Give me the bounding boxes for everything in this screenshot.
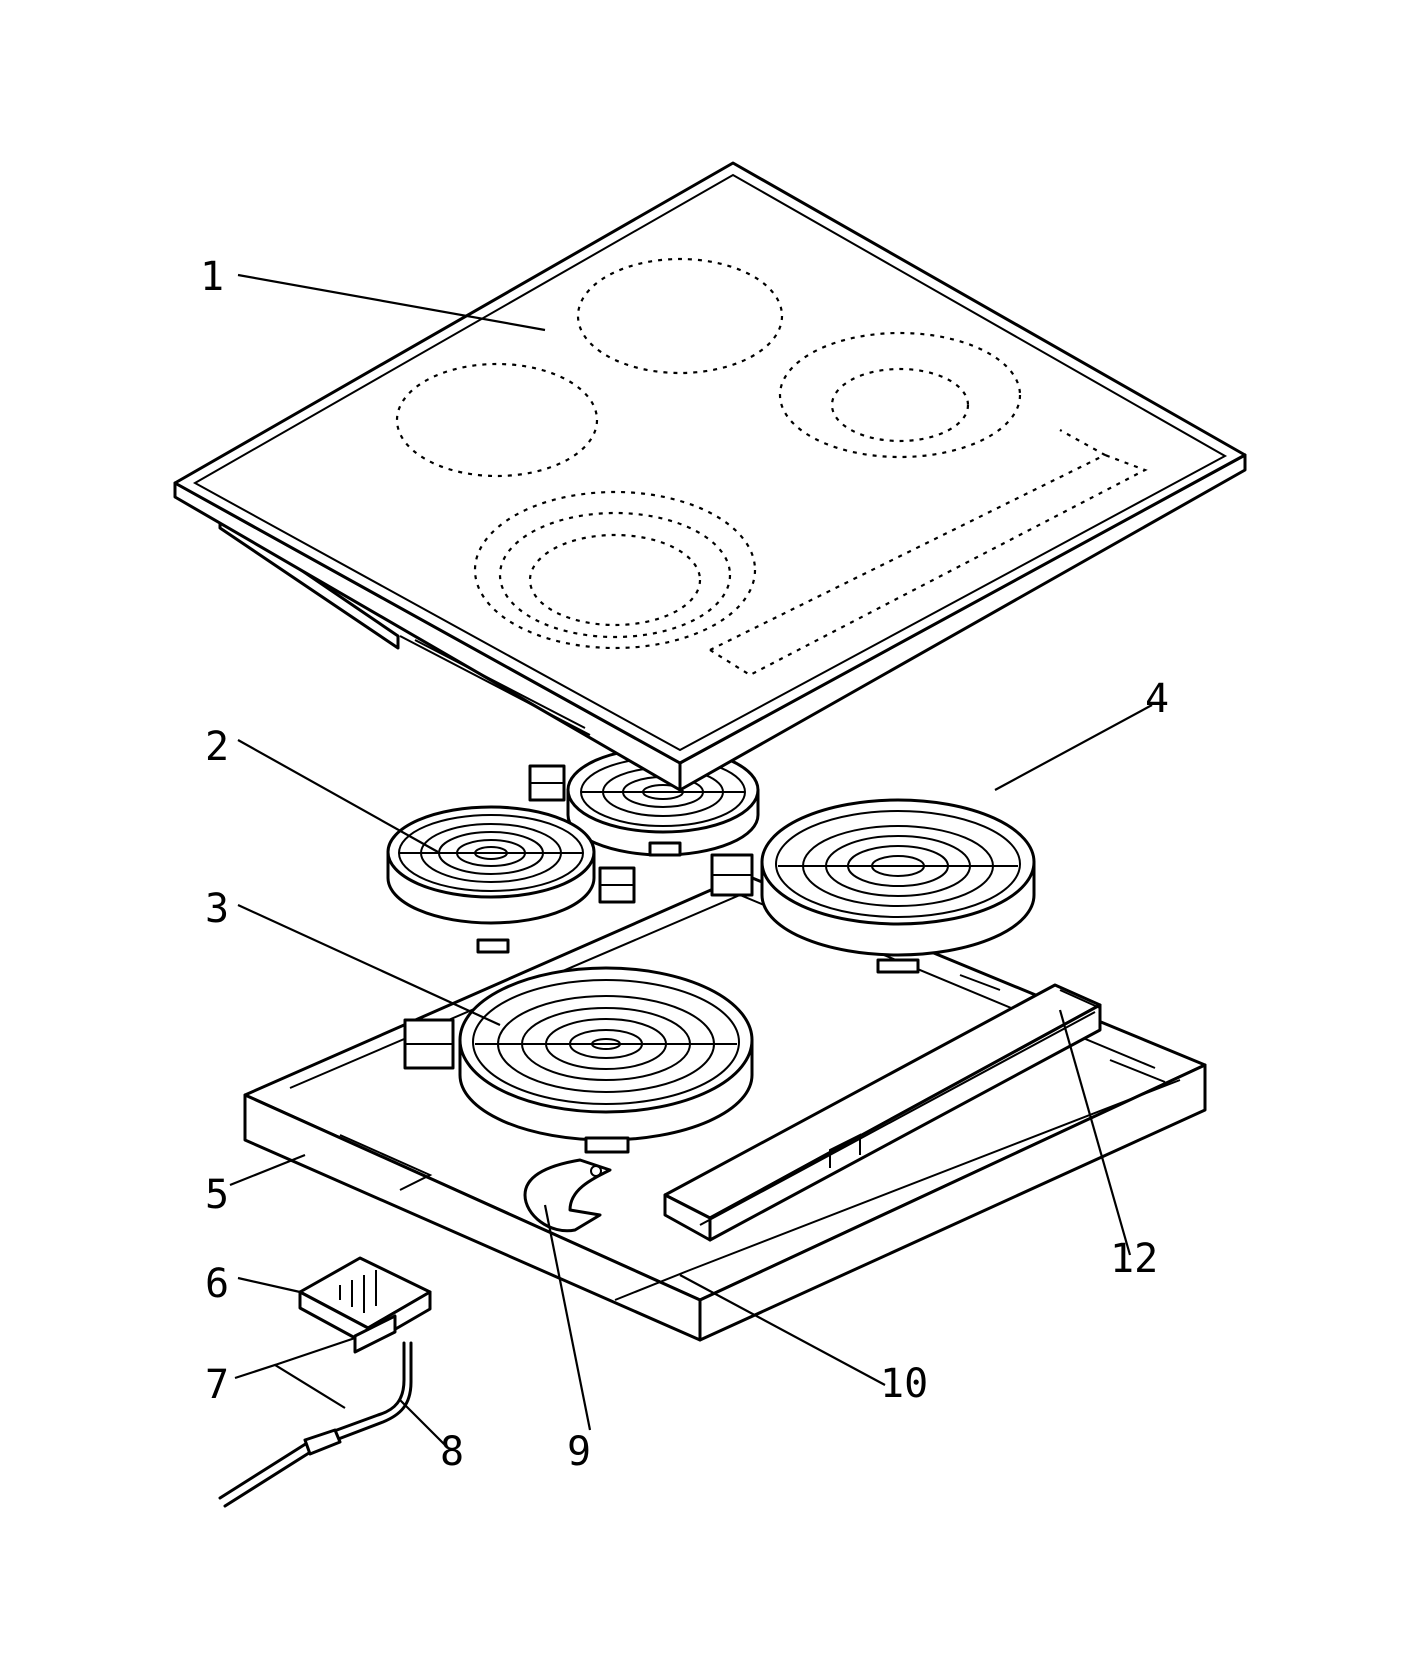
callout-6: 6: [205, 1261, 229, 1307]
leader-12: [1058, 1009, 1132, 1256]
leader-7: [234, 1363, 346, 1409]
control-board: [663, 983, 1102, 1242]
leader-5: [229, 1153, 306, 1187]
callout-10: 10: [880, 1361, 928, 1407]
callout-8: 8: [440, 1429, 464, 1475]
callout-labels: 1 2 3 4 5 6 7 8 9 10 12: [200, 254, 1169, 1475]
callout-9: 9: [567, 1429, 591, 1475]
callout-12: 12: [1110, 1236, 1158, 1282]
leader-8: [399, 1399, 446, 1446]
heating-element-4: [710, 798, 1036, 974]
callout-4: 4: [1145, 676, 1169, 722]
leader-3: [237, 903, 501, 1027]
leader-10: [679, 1274, 886, 1386]
leader-lines: [229, 273, 1153, 1446]
leader-6: [237, 1276, 301, 1294]
heating-element-3: [403, 966, 754, 1154]
callout-1: 1: [200, 254, 224, 300]
glass-ceramic-top: [173, 161, 1247, 792]
heating-element-2: [386, 805, 636, 954]
power-cable: [218, 1341, 413, 1508]
leader-4: [994, 704, 1153, 791]
callout-3: 3: [205, 886, 229, 932]
leader-1: [237, 273, 546, 332]
leader-7b: [274, 1336, 356, 1367]
terminal-block: [298, 1256, 432, 1354]
callout-2: 2: [205, 724, 229, 770]
callout-5: 5: [205, 1172, 229, 1218]
callout-7: 7: [205, 1362, 229, 1408]
leader-2: [237, 739, 439, 853]
leader-9: [543, 1204, 592, 1431]
